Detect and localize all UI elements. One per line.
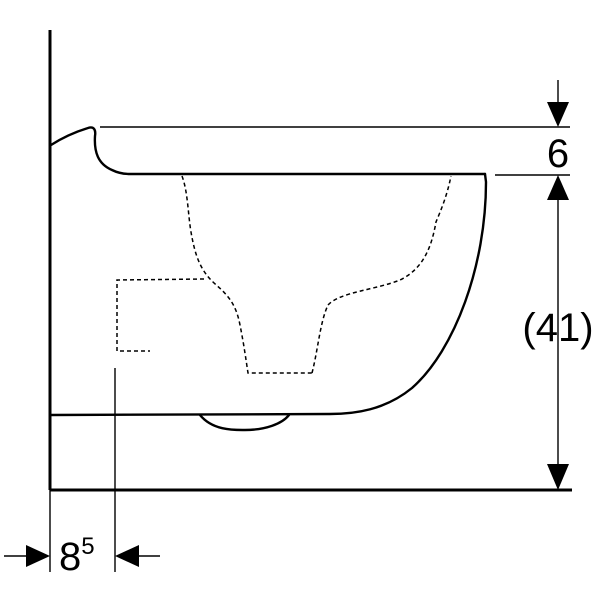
- arrowhead-offset-left: [26, 545, 50, 567]
- toilet-outline: [48, 126, 488, 432]
- arrowhead-seat-up: [547, 175, 569, 200]
- seat-top-contour: [49, 126, 487, 176]
- dimension-lines: [4, 80, 570, 572]
- arrowheads: [26, 102, 569, 567]
- bowl-interior-back: [181, 175, 312, 374]
- arrowhead-offset-right: [115, 545, 139, 567]
- hidden-bowl-interior: [116, 175, 452, 374]
- drain-outlet: [198, 413, 291, 432]
- dimension-offset-main: 8: [59, 535, 81, 579]
- dimension-offset-superscript: 5: [81, 533, 94, 560]
- dimension-label-offset: 85: [59, 533, 95, 579]
- trap-outline: [116, 278, 205, 352]
- arrowhead-floor-down: [547, 464, 569, 490]
- wall-and-floor: [48, 30, 572, 492]
- arrowhead-top-down: [547, 102, 569, 127]
- dimension-label-height: (41): [522, 306, 593, 350]
- dimension-label-top-gap: 6: [547, 132, 569, 176]
- bowl-interior-front: [311, 175, 452, 374]
- bowl-front-contour: [48, 172, 488, 417]
